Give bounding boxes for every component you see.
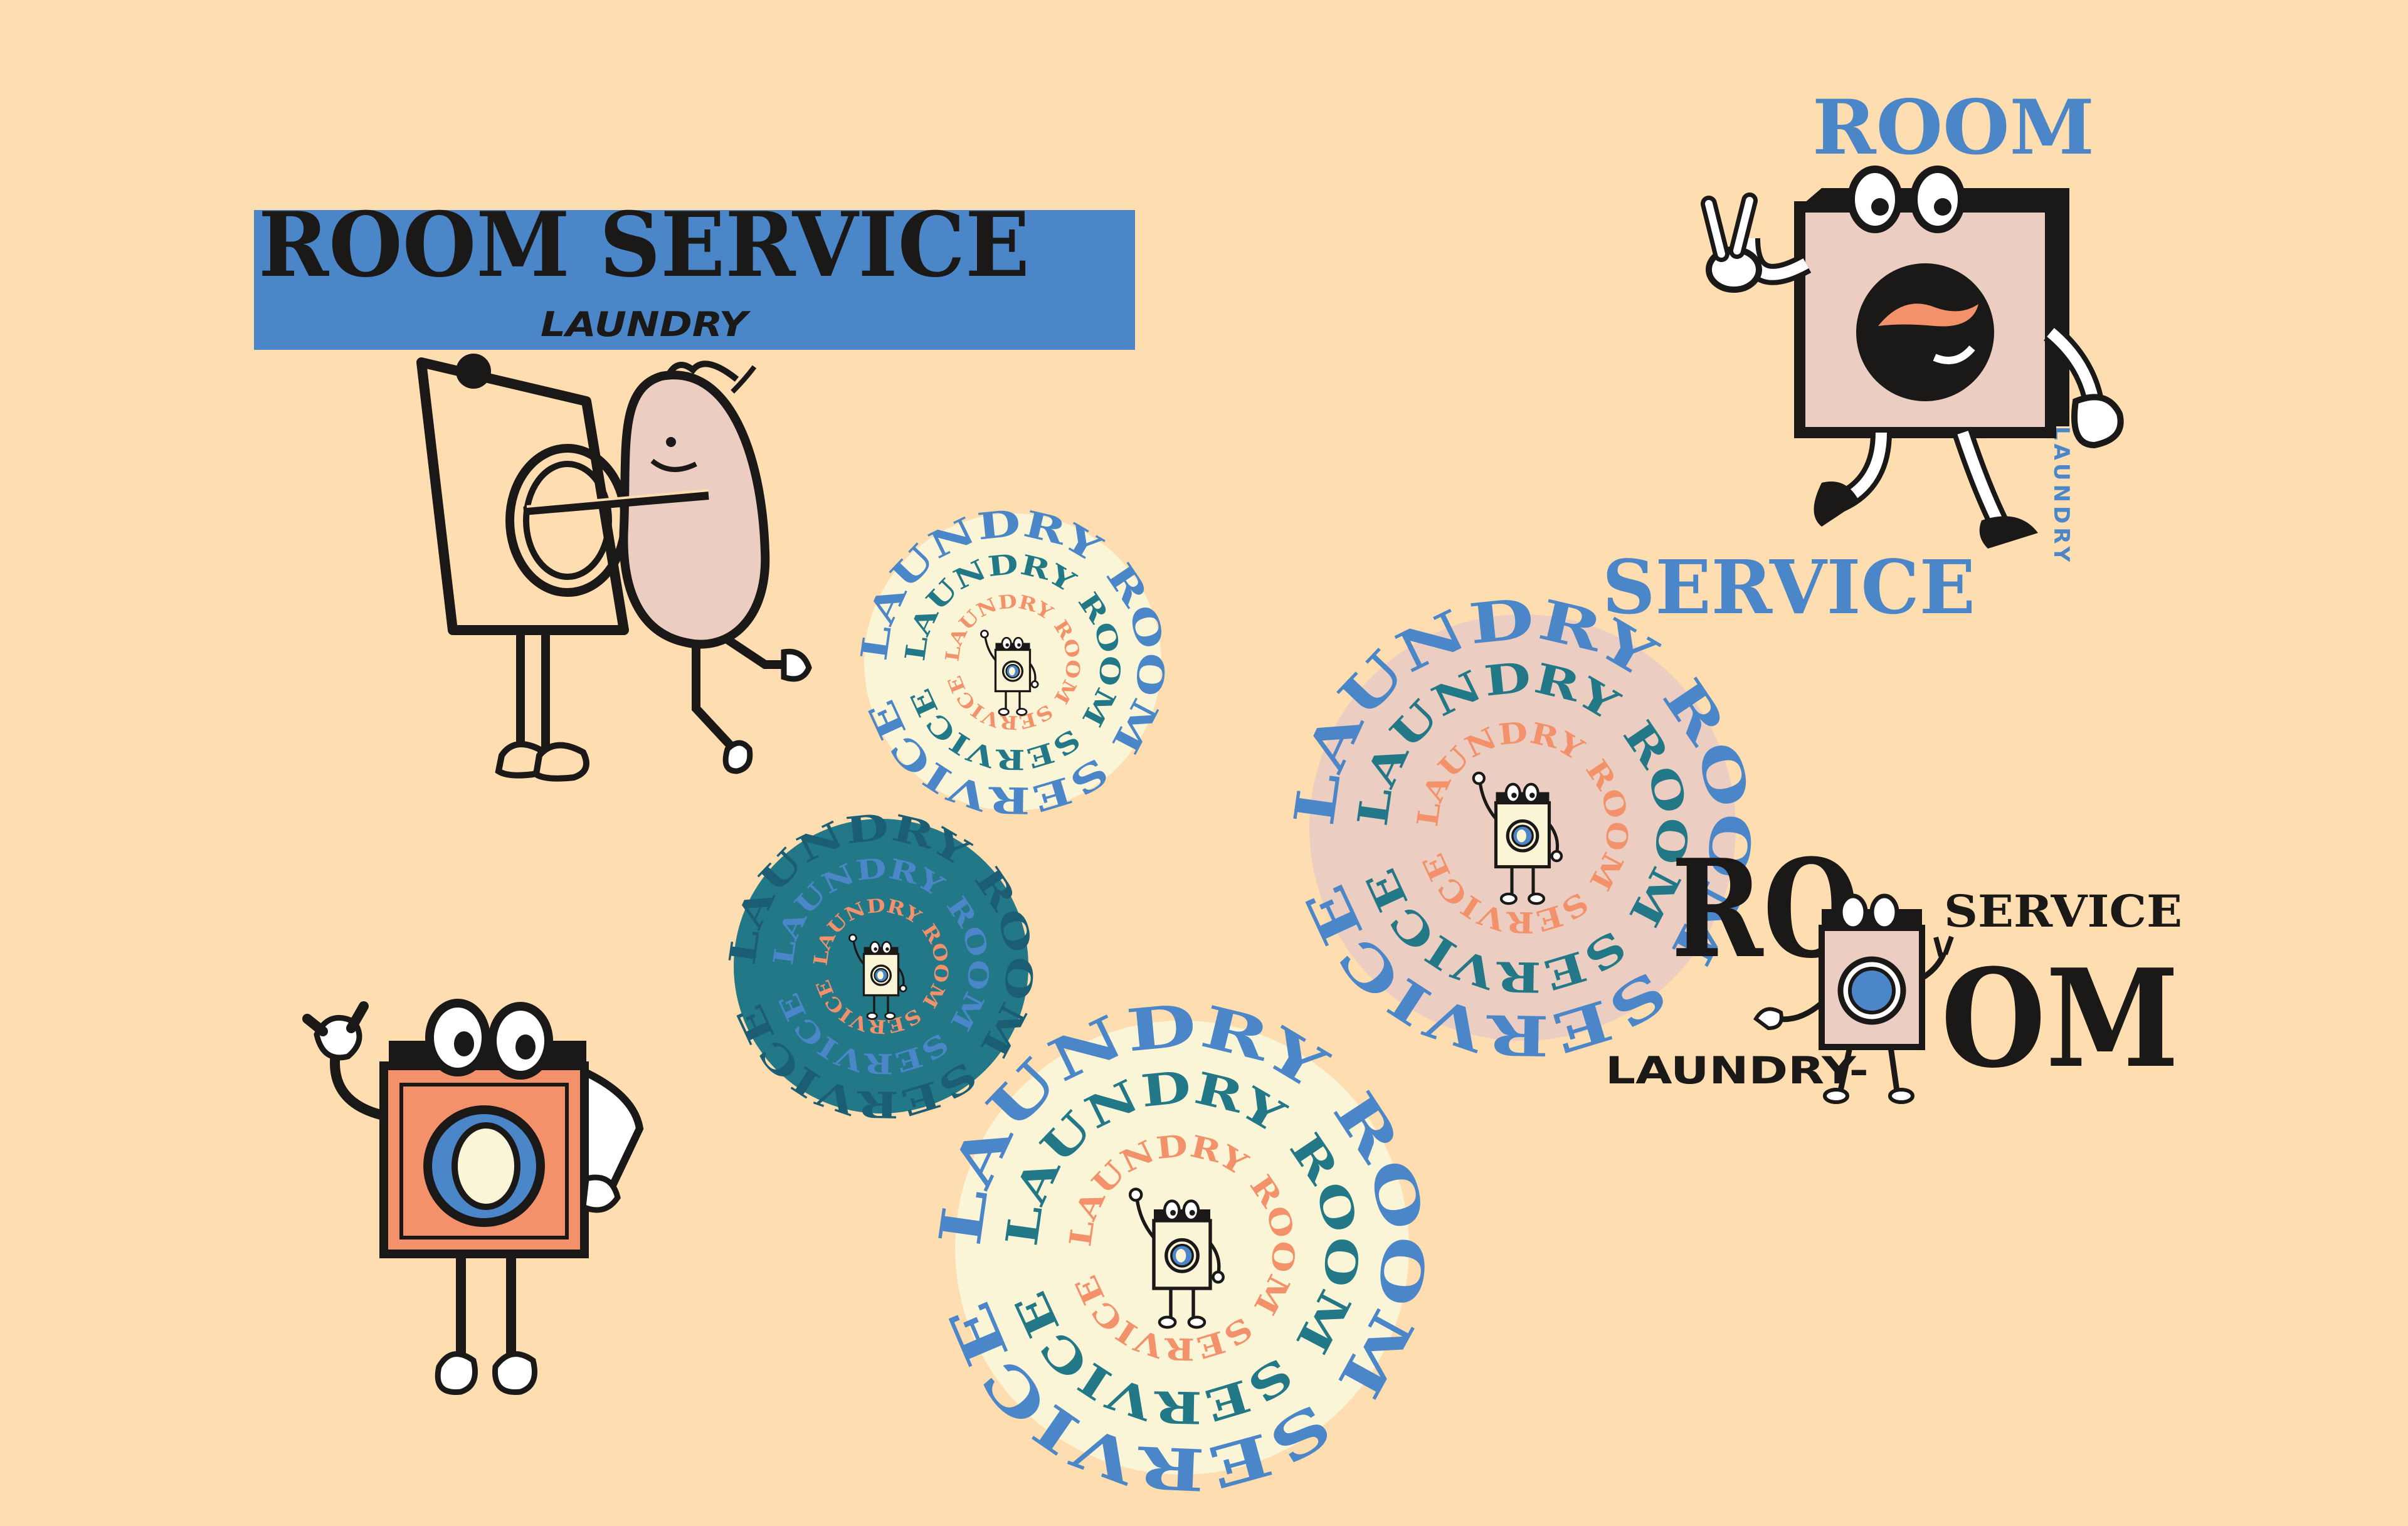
- banner-bar: [254, 210, 1135, 350]
- eye-icon: [1869, 893, 1899, 931]
- split-logo-service-text: SERVICE: [1944, 885, 2182, 937]
- sticker-pink: LAUNDRY ROOM SERVICE LAUNDRY ROOM SERVIC…: [1281, 586, 1765, 1068]
- split-logo: RO OM SERVICE LAUNDRY-: [1605, 829, 2182, 1104]
- banner-logo: ROOM SERVICE LAUNDRY: [254, 193, 1135, 350]
- walking-washer-illustration: [1701, 166, 2124, 549]
- eye-icon: [1847, 166, 1903, 233]
- shaka-washer-illustration: [302, 999, 644, 1395]
- banner-title: ROOM SERVICE: [258, 193, 1030, 297]
- washer-and-bag-illustration: [416, 354, 812, 782]
- eye-icon: [1910, 166, 1965, 233]
- walker-logo-bottom-text: SERVICE: [1602, 544, 1975, 631]
- banner-subtitle: LAUNDRY: [541, 305, 751, 344]
- split-logo-laundry-text: LAUNDRY-: [1605, 1049, 1869, 1093]
- washer-knob-icon: [456, 354, 491, 389]
- sticker-cream-large: LAUNDRY ROOM SERVICE LAUNDRY ROOM SERVIC…: [926, 991, 1439, 1503]
- washer-door-icon: [1856, 263, 1994, 401]
- walker-logo-top-text: ROOM: [1812, 83, 2094, 172]
- sticker-cream-small: LAUNDRY ROOM SERVICE LAUNDRY ROOM SERVIC…: [853, 502, 1173, 822]
- waving-washer-illustration: [1753, 893, 1954, 1104]
- eye-icon: [1838, 893, 1868, 931]
- split-logo-right-text: OM: [1941, 939, 2179, 1098]
- walker-logo: ROOM SERVICE LAUNDRY: [1602, 83, 2124, 631]
- peace-sign-hand-icon: [1701, 192, 1762, 293]
- shaka-hand-icon: [302, 1001, 369, 1061]
- laundry-bag-icon: [619, 371, 770, 649]
- sticker-teal: LAUNDRY ROOM SERVICE LAUNDRY ROOM SERVIC…: [721, 806, 1042, 1126]
- walker-logo-side-text: LAUNDRY: [2049, 426, 2074, 566]
